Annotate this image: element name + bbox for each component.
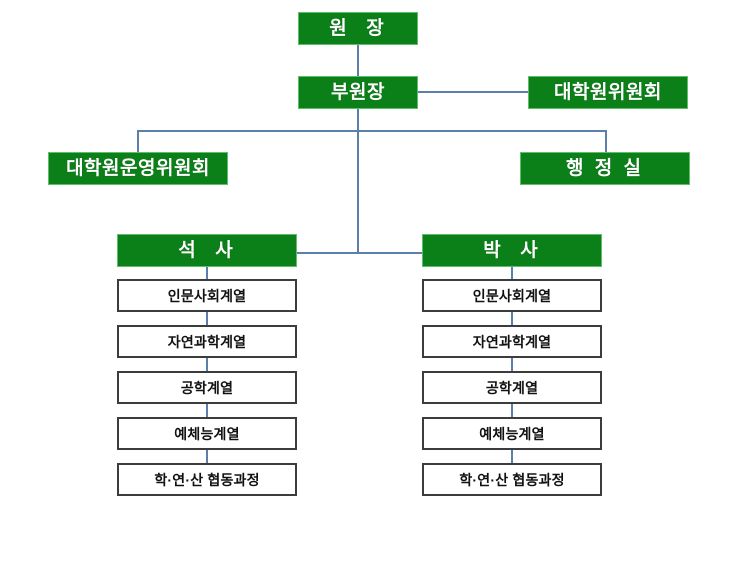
connector-doctorate-stem-1 — [511, 266, 513, 279]
node-vice-director[interactable]: 부원장 — [298, 76, 418, 109]
connector-doctorate-stem-4 — [511, 404, 513, 417]
node-masters[interactable]: 석 사 — [117, 234, 297, 267]
connector-doctorate-stem-2 — [511, 312, 513, 325]
node-graduate-committee[interactable]: 대학원위원회 — [528, 76, 688, 109]
node-masters-program-1[interactable]: 인문사회계열 — [117, 279, 297, 312]
connector-masters-stem-3 — [206, 358, 208, 371]
node-doctorate-program-2[interactable]: 자연과학계열 — [422, 325, 602, 358]
connector-masters-stem-2 — [206, 312, 208, 325]
connector-masters-stem-4 — [206, 404, 208, 417]
node-masters-program-3[interactable]: 공학계열 — [117, 371, 297, 404]
node-masters-program-5[interactable]: 학·연·산 협동과정 — [117, 463, 297, 496]
node-masters-program-2[interactable]: 자연과학계열 — [117, 325, 297, 358]
connector-director-to-vice — [357, 44, 359, 76]
connector-branch-bar — [137, 130, 607, 132]
node-masters-program-4[interactable]: 예체능계열 — [117, 417, 297, 450]
node-doctorate-program-1[interactable]: 인문사회계열 — [422, 279, 602, 312]
connector-doctorate-stem-3 — [511, 358, 513, 371]
node-doctorate[interactable]: 박 사 — [422, 234, 602, 267]
connector-branch-to-admin-office — [605, 130, 607, 152]
node-director[interactable]: 원 장 — [298, 12, 418, 45]
connector-masters-stem-5 — [206, 450, 208, 463]
node-doctorate-program-5[interactable]: 학·연·산 협동과정 — [422, 463, 602, 496]
connector-degree-bar — [297, 252, 422, 254]
connector-branch-to-steering-committee — [137, 130, 139, 152]
connector-vice-down — [357, 108, 359, 130]
connector-masters-stem-1 — [206, 266, 208, 279]
connector-vice-to-graduate-committee — [418, 91, 528, 93]
connector-spine-to-degree-bar — [357, 130, 359, 253]
node-doctorate-program-4[interactable]: 예체능계열 — [422, 417, 602, 450]
node-doctorate-program-3[interactable]: 공학계열 — [422, 371, 602, 404]
node-graduate-steering-committee[interactable]: 대학원운영위원회 — [48, 152, 228, 185]
connector-doctorate-stem-5 — [511, 450, 513, 463]
node-administration-office[interactable]: 행 정 실 — [520, 152, 690, 185]
